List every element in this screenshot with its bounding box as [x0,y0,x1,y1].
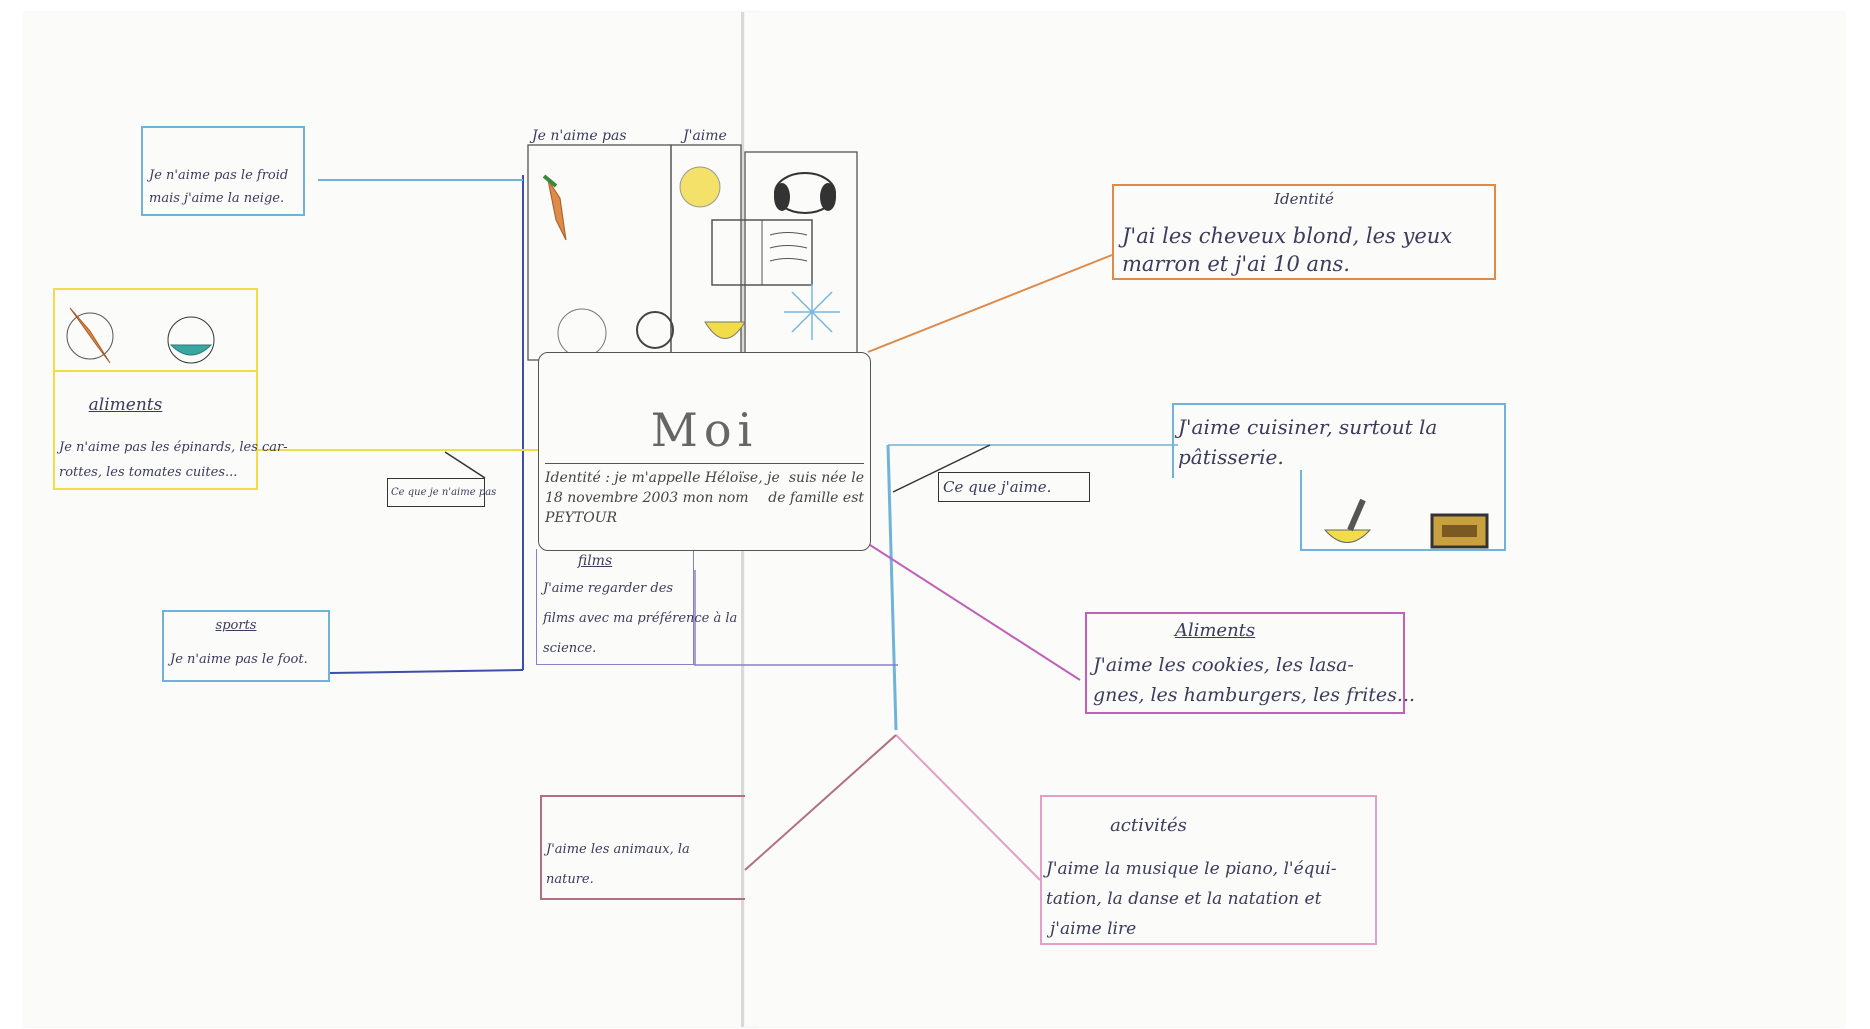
identite-right-line-2: marron et j'ai 10 ans. [1122,252,1350,276]
jaime-header: J'aime [683,128,727,144]
films-line-1: J'aime regarder des [543,581,674,596]
dog-drawing [774,172,836,214]
link-identite-right [867,254,1113,353]
films-line-3: science. [543,641,597,656]
aliments-left-box: aliments Je n'aime pas les épinards, les… [53,288,288,490]
ball-drawing [636,311,674,349]
aliments-left-divider [55,370,256,372]
ce-que-label-left-text: Ce que je n'aime pas [391,487,497,498]
right-trunk [886,444,898,731]
moi-identite-line-3: PEYTOUR [545,510,618,526]
ce-que-label-left: Ce que je n'aime pas [387,478,497,507]
sports-box: sports Je n'aime pas le foot. [162,610,330,682]
cuisiner-image-box [1300,470,1506,551]
mortar-drawing [1323,498,1372,543]
oven-drawing [1430,513,1489,549]
aliments-right-line-2: gnes, les hamburgers, les frites... [1093,684,1416,706]
identite-right-title: Identité [1274,190,1334,208]
identite-right-box: Identité J'ai les cheveux blond, les yeu… [1112,184,1496,280]
aliments-left-line-1: Je n'aime pas les épinards, les car- [59,440,288,455]
moi-identite-line-1-right: suis née le [788,470,864,486]
aliments-right-line-1: J'aime les cookies, les lasa- [1093,654,1354,676]
book-drawing [711,219,813,286]
lemon-drawing [679,166,721,208]
bowl-drawing [704,321,746,339]
moi-card: Moi Identité : je m'appelle Héloïse, je … [538,352,871,551]
ce-que-label-right-text: Ce que j'aime. [943,478,1052,496]
activites-box: activités J'aime la musique le piano, l'… [1040,795,1377,945]
moi-identite-line-1-left: Identité : je m'appelle Héloïse, je [545,470,780,486]
films-title: films [577,553,613,569]
animaux-box: J'aime les animaux, la nature. [540,795,745,900]
moi-identite-line-2-left: 18 novembre 2003 mon nom [545,490,749,506]
animaux-line-2: nature. [546,872,594,887]
activites-line-2: tation, la danse et la natation et [1046,889,1322,909]
moi-identite-line-2-right: de famille est [768,490,864,506]
link-label-right [892,444,991,493]
froid-line-1: Je n'aime pas le froid [149,168,289,183]
ce-que-label-right: Ce que j'aime. [938,472,1090,502]
froid-line-2: mais j'aime la neige. [149,191,285,206]
aliments-right-title: Aliments [1174,620,1256,641]
cuisiner-line-2: pâtisserie. [1178,445,1284,469]
link-label-left [444,451,486,479]
moi-title: Moi [650,403,759,457]
carrot-drawing [542,174,567,241]
jaime-pas-panel [527,144,672,361]
aliments-right-box: Aliments J'aime les cookies, les lasa- g… [1085,612,1416,714]
froid-box: Je n'aime pas le froid mais j'aime la ne… [141,126,305,216]
aliments-left-title: aliments [88,395,163,415]
jaime-pas-header: Je n'aime pas [532,128,627,144]
snowflake-drawing [784,284,840,340]
link-sports [329,669,524,674]
sports-line-1: Je n'aime pas le foot. [170,652,308,667]
films-box: films J'aime regarder des films avec ma … [536,549,738,665]
identite-right-line-1: J'ai les cheveux blond, les yeux [1122,224,1453,248]
link-activites [895,734,1041,881]
activites-line-1: J'aime la musique le piano, l'équi- [1046,859,1337,879]
films-line-2: films avec ma préférence à la [543,611,738,626]
cuisiner-box: J'aime cuisiner, surtout la pâtisserie. [1172,403,1506,478]
link-aliments-right [869,544,1081,681]
plate-drawing [557,308,607,358]
carrot-drawing-left [66,307,114,364]
spinach-bowl-drawing [167,316,215,364]
link-animaux [744,734,897,871]
activites-line-3: j'aime lire [1050,919,1137,939]
animaux-line-1: J'aime les animaux, la [546,842,690,857]
aliments-left-line-2: rottes, les tomates cuites... [59,465,238,480]
sports-title: sports [215,618,257,633]
right-page [745,12,1845,1027]
cuisiner-line-1: J'aime cuisiner, surtout la [1178,415,1438,439]
activites-title: activités [1110,815,1187,836]
moi-identite: Identité : je m'appelle Héloïse, je suis… [545,463,864,528]
